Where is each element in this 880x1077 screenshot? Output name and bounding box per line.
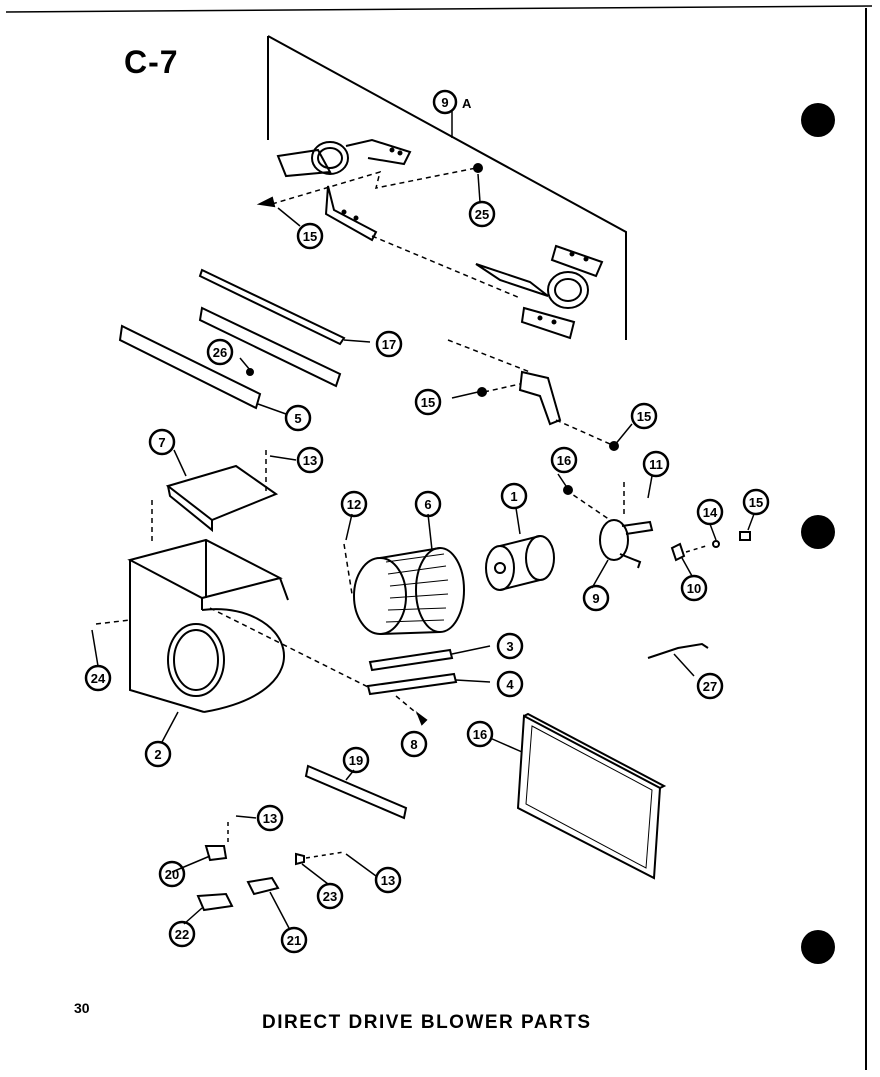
svg-text:27: 27	[703, 679, 717, 694]
svg-text:13: 13	[303, 453, 317, 468]
binder-hole-middle	[801, 515, 835, 549]
callout-9: 9	[582, 584, 610, 612]
svg-text:24: 24	[91, 671, 106, 686]
motor-support-bracket	[447, 339, 619, 451]
svg-text:14: 14	[703, 505, 718, 520]
svg-text:23: 23	[323, 889, 337, 904]
svg-text:7: 7	[158, 435, 165, 450]
svg-text:3: 3	[506, 639, 513, 654]
svg-text:13: 13	[381, 873, 395, 888]
callout-13-top: 13	[296, 446, 324, 474]
callout-7: 7	[148, 428, 176, 456]
svg-text:8: 8	[410, 737, 417, 752]
svg-text:4: 4	[506, 677, 514, 692]
mounting-strips	[366, 645, 491, 726]
blower-wheel	[343, 543, 465, 635]
svg-text:25: 25	[475, 207, 489, 222]
callout-16-filter: 16	[466, 720, 494, 748]
wire-harness	[647, 642, 709, 677]
svg-text:A: A	[462, 96, 472, 111]
callout-27: 27	[696, 672, 724, 700]
blower-housing	[95, 538, 371, 713]
cutoff-plate	[151, 450, 279, 544]
callout-20: 20	[158, 860, 186, 888]
mounting-bracket-assembly	[256, 35, 627, 340]
air-filter	[489, 712, 667, 880]
rail-parts	[118, 268, 371, 415]
svg-text:17: 17	[382, 337, 396, 352]
svg-text:2: 2	[154, 747, 161, 762]
page-number: 30	[74, 1000, 90, 1016]
motor-mount-band	[563, 482, 654, 569]
callout-15-left: 15	[414, 388, 442, 416]
svg-text:10: 10	[687, 581, 701, 596]
svg-text:21: 21	[287, 933, 301, 948]
callout-26: 26	[206, 338, 234, 366]
svg-text:9: 9	[441, 95, 448, 110]
callout-25: 25	[468, 200, 496, 228]
callout-15-top: 15	[296, 222, 324, 250]
callout-11: 11	[642, 450, 670, 478]
gasket-strip	[304, 764, 408, 820]
svg-text:15: 15	[303, 229, 317, 244]
callout-14: 14	[696, 498, 724, 526]
callout-4: 4	[496, 670, 524, 698]
svg-text:9: 9	[592, 591, 599, 606]
svg-text:5: 5	[294, 411, 301, 426]
svg-text:15: 15	[421, 395, 435, 410]
clip-parts	[670, 531, 751, 562]
svg-text:15: 15	[749, 495, 763, 510]
callout-17: 17	[375, 330, 403, 358]
callout-24: 24	[84, 664, 112, 692]
callout-10: 10	[680, 574, 708, 602]
callout-23: 23	[316, 882, 344, 910]
callout-15-right: 15	[630, 402, 658, 430]
svg-text:16: 16	[473, 727, 487, 742]
callout-8: 8	[400, 730, 428, 758]
binder-hole-bottom	[801, 930, 835, 964]
svg-text:26: 26	[213, 345, 227, 360]
callout-5: 5	[284, 404, 312, 432]
svg-text:20: 20	[165, 867, 179, 882]
svg-text:11: 11	[649, 457, 663, 472]
callout-6: 6	[414, 490, 442, 518]
page-caption: DIRECT DRIVE BLOWER PARTS	[262, 1012, 592, 1033]
svg-text:22: 22	[175, 927, 189, 942]
svg-text:1: 1	[510, 489, 517, 504]
svg-text:6: 6	[424, 497, 431, 512]
svg-text:13: 13	[263, 811, 277, 826]
callout-13-mid: 13	[256, 804, 284, 832]
svg-text:16: 16	[557, 453, 571, 468]
svg-text:12: 12	[347, 497, 361, 512]
callout-2: 2	[144, 740, 172, 768]
page-code: C-7	[124, 44, 179, 80]
callout-21: 21	[280, 926, 308, 954]
svg-text:19: 19	[349, 753, 363, 768]
small-hardware	[196, 815, 345, 912]
callout-1: 1	[500, 482, 528, 510]
callout-13-bottom: 13	[374, 866, 402, 894]
blower-motor	[485, 535, 555, 591]
callout-22: 22	[168, 920, 196, 948]
callout-19: 19	[342, 746, 370, 774]
callout-12: 12	[340, 490, 368, 518]
svg-text:15: 15	[637, 409, 651, 424]
binder-hole-top	[801, 103, 835, 137]
callout-3: 3	[496, 632, 524, 660]
callout-15-far-right: 15	[742, 488, 770, 516]
callout-16-small: 16	[550, 446, 578, 474]
